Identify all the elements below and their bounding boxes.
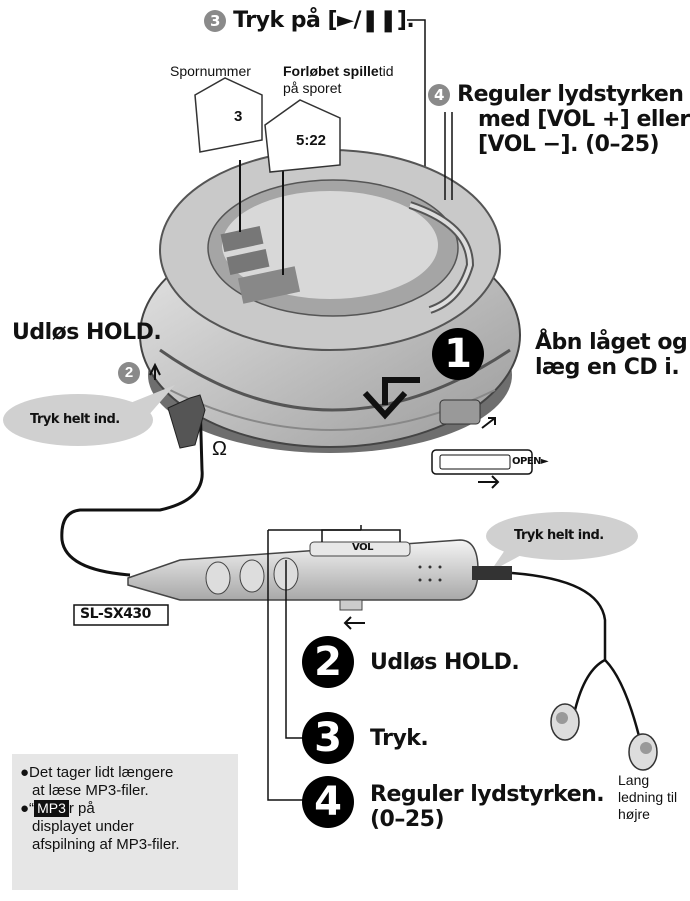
elapsed-rest: tid xyxy=(378,63,394,79)
hold-left-num: 2 xyxy=(118,362,140,384)
earphone-label-3: højre xyxy=(618,806,650,822)
step1-circle: 1 xyxy=(432,328,484,380)
small-arrows xyxy=(149,362,500,630)
model-label: SL-SX430 xyxy=(80,606,151,622)
step1-line1: Åbn låget og xyxy=(535,330,688,355)
earphones xyxy=(550,703,658,771)
notes-box xyxy=(12,754,238,890)
model-label-box xyxy=(73,604,169,626)
note-line1: ●Det tager lidt længere xyxy=(20,764,174,781)
elapsed-time-label: Forløbet spilletid xyxy=(283,63,393,79)
elapsed-bold: Forløbet spille xyxy=(283,63,379,79)
remote-step3-circle: 3 xyxy=(302,712,354,764)
note-line2: at læse MP3-filer. xyxy=(32,782,149,799)
bubble-right-text: Tryk helt ind. xyxy=(514,528,604,543)
step4-leader xyxy=(444,112,453,200)
open-label: OPEN► xyxy=(512,456,549,467)
step3-text: Tryk på [►/❚❚]. xyxy=(233,8,415,33)
step1-line2: læg en CD i. xyxy=(535,355,680,380)
note-line5: afspilning af MP3-filer. xyxy=(32,836,180,853)
elapsed-time-line2: på sporet xyxy=(283,80,342,96)
remote-control xyxy=(127,539,512,611)
hold-left-text: Udløs HOLD. xyxy=(12,320,162,345)
earphone-label-2: ledning til xyxy=(618,789,678,805)
remote-step2-text: Udløs HOLD. xyxy=(370,650,520,675)
step4-top: 4 Reguler lydstyrken xyxy=(428,82,684,107)
bubble-left-shape xyxy=(3,385,175,446)
open-switch-diagram xyxy=(431,449,533,475)
remote-step3-text: Tryk. xyxy=(370,726,429,751)
display-leaders xyxy=(239,160,284,275)
headphone-icon: Ω xyxy=(212,438,227,460)
note-line4: displayet under xyxy=(32,818,134,835)
mp3-tag: MP3 xyxy=(34,800,69,817)
remote-step4-line2: (0–25) xyxy=(370,807,445,832)
vol-bracket xyxy=(321,525,401,542)
track-number-label: Spornummer xyxy=(170,63,251,79)
step4-line3: [VOL −]. (0–25) xyxy=(478,132,660,157)
step4-badge: 4 xyxy=(428,84,450,106)
earphone-cable xyxy=(511,571,642,741)
display-callouts xyxy=(194,77,341,173)
headphone-plug xyxy=(167,394,206,449)
bubble-left-text: Tryk helt ind. xyxy=(30,412,120,427)
step4-line2: med [VOL +] eller xyxy=(478,107,690,132)
remote-step4-line1: Reguler lydstyrken. xyxy=(370,782,605,807)
remote-vol-label: VOL xyxy=(352,542,373,553)
remote-step-leaders xyxy=(267,529,361,801)
step3-badge: 3 xyxy=(204,10,226,32)
earphone-label-1: Lang xyxy=(618,772,650,788)
time-value: 5:22 xyxy=(296,132,327,149)
step3-leader-line xyxy=(407,19,426,210)
step4-line1: Reguler lydstyrken xyxy=(457,82,684,107)
step3-title: 3 Tryk på [►/❚❚]. xyxy=(204,8,415,33)
remote-cable xyxy=(60,397,204,577)
cd-player-body xyxy=(139,149,521,453)
open-lid-arrow xyxy=(362,377,420,420)
track-value: 3 xyxy=(234,108,243,125)
remote-step4-circle: 4 xyxy=(302,776,354,828)
remote-step2-circle: 2 xyxy=(302,636,354,688)
